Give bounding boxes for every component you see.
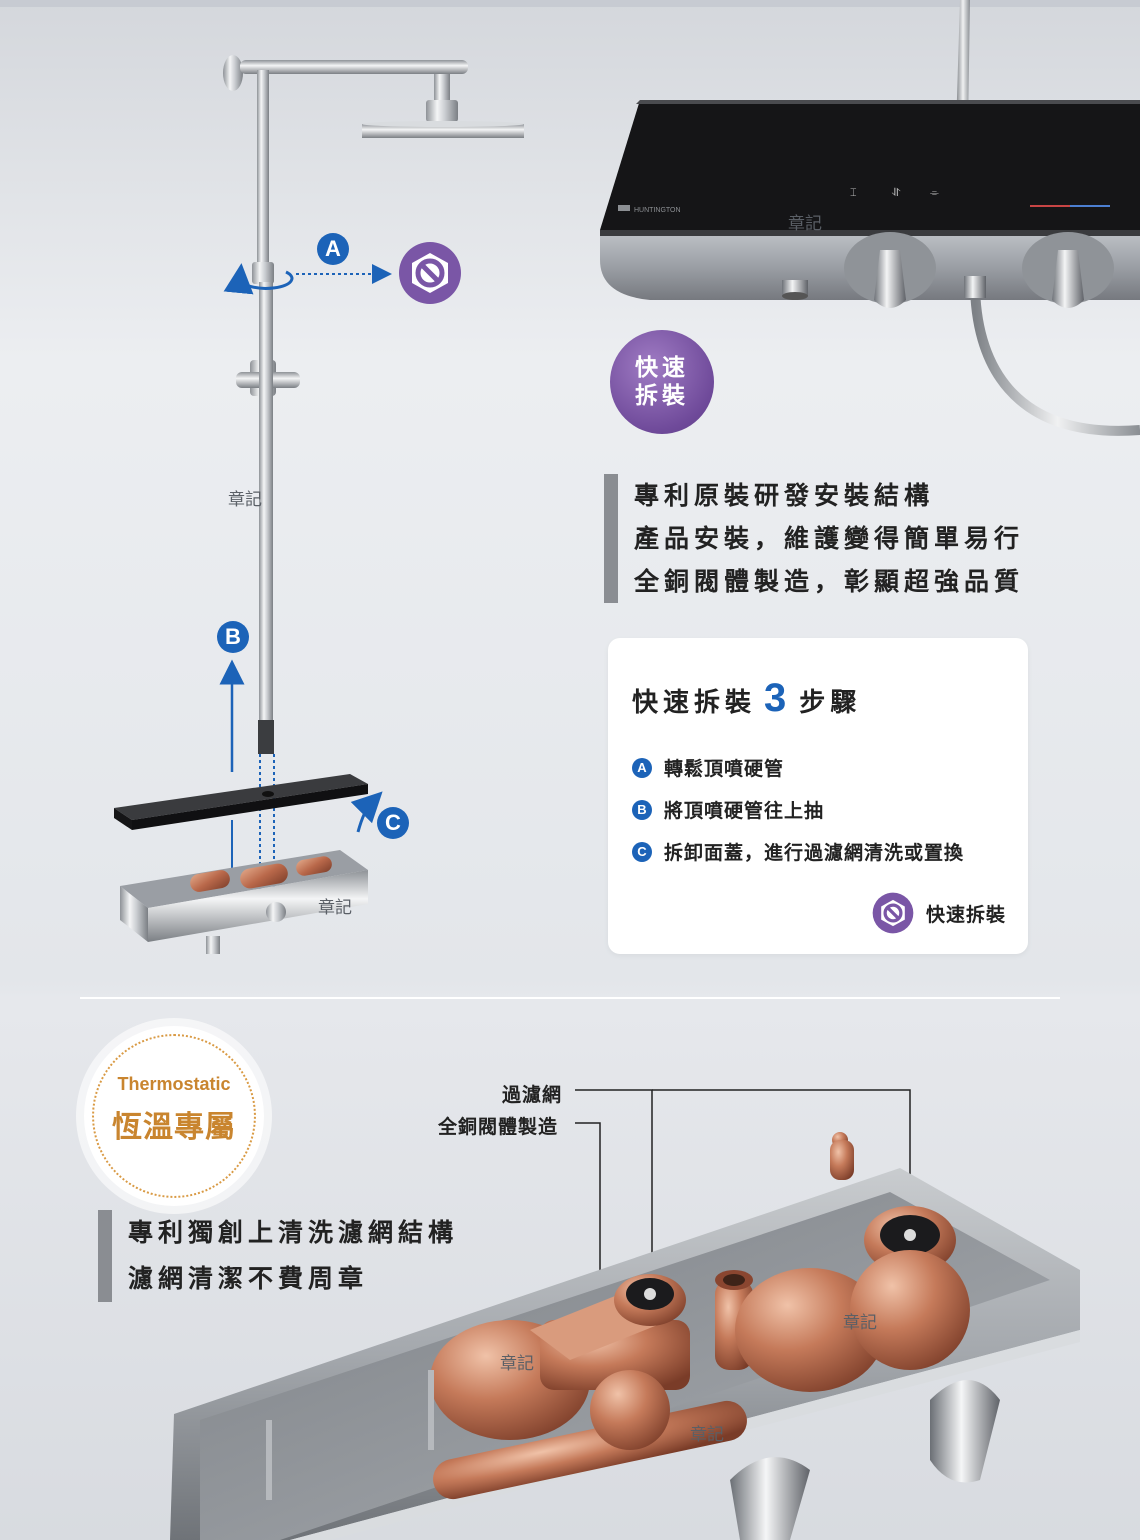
watermark: 章記 bbox=[843, 1313, 877, 1333]
thermostat-panel-image: HUNTINGTON ⌶ ⥯ ⌯ bbox=[600, 0, 1140, 436]
steps-card-title: 快速拆裝 3 步驟 bbox=[632, 676, 861, 721]
step-c-marker: C bbox=[632, 841, 652, 862]
watermark: 章記 bbox=[500, 1354, 534, 1374]
quick-release-legend-text: 快速拆裝 bbox=[925, 903, 1006, 926]
svg-text:⌯: ⌯ bbox=[930, 186, 939, 199]
quick-badge-line1: 快速 bbox=[635, 355, 689, 381]
quick-release-legend-icon bbox=[872, 892, 914, 934]
step-a-marker: A bbox=[632, 757, 652, 778]
feature-bottom-line-1: 專利獨創上清洗濾網結構 bbox=[128, 1218, 459, 1247]
marker-b: B bbox=[217, 621, 249, 653]
quick-release-legend: 快速拆裝 bbox=[872, 892, 1006, 934]
step-a: A 轉鬆頂噴硬管 bbox=[632, 754, 784, 781]
feature-bottom-line-2: 濾網清潔不費周章 bbox=[128, 1264, 369, 1293]
svg-text:⌶: ⌶ bbox=[850, 186, 857, 199]
step-c-text: 拆卸面蓋，進行過濾網清洗或置換 bbox=[664, 842, 965, 864]
quick-badge-line2: 拆裝 bbox=[635, 383, 689, 409]
steps-title-number: 3 bbox=[764, 676, 792, 720]
marker-a: A bbox=[317, 233, 349, 265]
quick-release-icon bbox=[399, 242, 461, 304]
shower-column-diagram bbox=[114, 55, 524, 954]
steps-card: 快速拆裝 3 步驟 A 轉鬆頂噴硬管 B 將頂噴硬管往上抽 C 拆卸面蓋，進行過… bbox=[608, 638, 1028, 954]
thermostatic-ring bbox=[92, 1034, 256, 1198]
callout-filter: 過濾網 bbox=[502, 1084, 563, 1106]
valve-cutaway-image bbox=[170, 1089, 1080, 1540]
quick-release-badge: 快速 拆裝 bbox=[610, 330, 714, 434]
feature-list-bottom: 專利獨創上清洗濾網結構 濾網清潔不費周章 bbox=[98, 1210, 458, 1302]
feature-top-line-3: 全銅閥體製造，彰顯超強品質 bbox=[634, 567, 1025, 596]
steps-title-suffix: 步驟 bbox=[799, 688, 862, 718]
watermark: 章記 bbox=[788, 214, 822, 234]
thermostatic-badge: Thermostatic 恆溫專屬 bbox=[84, 1026, 264, 1206]
svg-text:⥯: ⥯ bbox=[891, 186, 900, 199]
step-b-text: 將頂噴硬管往上抽 bbox=[664, 800, 825, 822]
watermark: 章記 bbox=[228, 490, 262, 510]
marker-c: C bbox=[377, 807, 409, 839]
step-b: B 將頂噴硬管往上抽 bbox=[632, 796, 824, 823]
callout-copper-body: 全銅閥體製造 bbox=[438, 1116, 559, 1138]
step-a-text: 轉鬆頂噴硬管 bbox=[664, 758, 785, 780]
watermark: 章記 bbox=[690, 1425, 724, 1445]
feature-top-line-1: 專利原裝研發安裝結構 bbox=[634, 481, 935, 510]
feature-top-line-2: 產品安裝，維護變得簡單易行 bbox=[634, 524, 1025, 553]
section-divider bbox=[80, 997, 1060, 999]
step-b-marker: B bbox=[632, 799, 652, 820]
thermostatic-en: Thermostatic bbox=[117, 1074, 231, 1094]
step-c: C 拆卸面蓋，進行過濾網清洗或置換 bbox=[632, 838, 964, 865]
panel-brand-text: HUNTINGTON bbox=[634, 207, 681, 214]
thermostatic-zh: 恆溫專屬 bbox=[112, 1110, 236, 1145]
top-strip bbox=[0, 0, 1140, 7]
feature-list-top: 專利原裝研發安裝結構 產品安裝，維護變得簡單易行 全銅閥體製造，彰顯超強品質 bbox=[604, 474, 1024, 603]
watermark: 章記 bbox=[318, 898, 352, 918]
steps-title-prefix: 快速拆裝 bbox=[632, 688, 757, 718]
